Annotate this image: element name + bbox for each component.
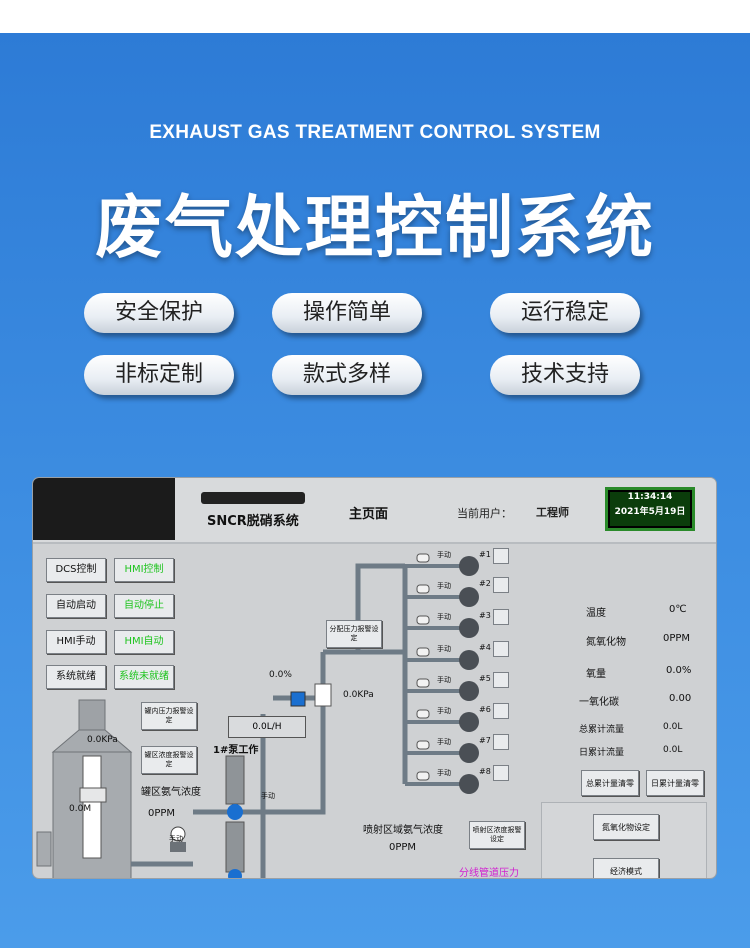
oxygen-value: 0.0% bbox=[666, 665, 692, 676]
ammonia-tank bbox=[36, 699, 133, 878]
branch-number: #3 bbox=[479, 611, 491, 620]
branch-toggle[interactable] bbox=[493, 577, 509, 593]
feature-pill: 非标定制 bbox=[84, 355, 234, 395]
clock-display: 11:34:14 2021年5月19日 bbox=[605, 487, 695, 531]
oxygen-label: 氧量 bbox=[586, 669, 606, 680]
branch-toggle[interactable] bbox=[493, 703, 509, 719]
branch-number: #1 bbox=[479, 550, 491, 559]
system-ready-button[interactable]: 系统就绪 bbox=[46, 665, 106, 689]
nox-setting-button[interactable]: 氮氧化物设定 bbox=[593, 814, 659, 840]
hmi-header: SNCR脱硝系统 主页面 当前用户： 工程师 11:34:14 2021年5月1… bbox=[33, 478, 716, 544]
spray-area-label: 喷射区域氨气浓度 bbox=[363, 825, 443, 836]
clear-daily-button[interactable]: 日累计量清零 bbox=[646, 770, 704, 796]
feature-pill: 运行稳定 bbox=[490, 293, 640, 333]
total-flow-value: 0.0L bbox=[663, 722, 683, 732]
branch-toggle[interactable] bbox=[493, 609, 509, 625]
branch-pipes bbox=[405, 564, 463, 786]
spray-concentration-alarm-button[interactable]: 喷射区浓度报警设定 bbox=[469, 821, 525, 849]
tank-level-value: 0.0M bbox=[69, 804, 92, 814]
feature-pill: 款式多样 bbox=[272, 355, 422, 395]
tank-pressure-value: 0.0KPa bbox=[87, 735, 118, 745]
branch-number: #7 bbox=[479, 736, 491, 745]
feature-pill: 安全保护 bbox=[84, 293, 234, 333]
hmi-control-button[interactable]: HMI控制 bbox=[114, 558, 174, 582]
current-user-value: 工程师 bbox=[536, 506, 569, 519]
hmi-screen: SNCR脱硝系统 主页面 当前用户： 工程师 11:34:14 2021年5月1… bbox=[33, 478, 716, 878]
daily-flow-label: 日累计流量 bbox=[579, 748, 625, 758]
branch-manual-label: 手动 bbox=[437, 551, 451, 559]
branch-toggle[interactable] bbox=[493, 672, 509, 688]
dcs-control-button[interactable]: DCS控制 bbox=[46, 558, 106, 582]
co-label: 一氧化碳 bbox=[579, 697, 619, 708]
pump-status-label: 1#泵工作 bbox=[213, 745, 259, 756]
branch-manual-label: 手动 bbox=[437, 769, 451, 777]
pump-1 bbox=[225, 755, 245, 878]
branch-toggle[interactable] bbox=[493, 765, 509, 781]
daily-flow-value: 0.0L bbox=[663, 745, 683, 755]
flow-meter bbox=[290, 683, 332, 707]
feature-pill: 技术支持 bbox=[490, 355, 640, 395]
branch-toggle[interactable] bbox=[493, 734, 509, 750]
hmi-manual-button[interactable]: HMI手动 bbox=[46, 630, 106, 654]
tank-pressure-alarm-button[interactable]: 罐内压力报警设定 bbox=[141, 702, 197, 730]
nox-label: 氮氧化物 bbox=[586, 637, 626, 648]
tank-area-label: 罐区氨气浓度 bbox=[141, 787, 201, 798]
flow-percent: 0.0% bbox=[269, 670, 292, 680]
flow-rate-box: 0.0L/H bbox=[228, 716, 306, 738]
system-name: SNCR脱硝系统 bbox=[207, 514, 299, 529]
branch-manual-label: 手动 bbox=[437, 707, 451, 715]
feature-pill: 操作简单 bbox=[272, 293, 422, 333]
branch-number: #4 bbox=[479, 643, 491, 652]
system-not-ready-button[interactable]: 系统未就绪 bbox=[114, 665, 174, 689]
dist-pressure-value: 0.0KPa bbox=[343, 690, 374, 700]
branch-pressure-label: 分线管道压力 bbox=[459, 868, 519, 878]
current-user-label: 当前用户： bbox=[457, 507, 512, 520]
redacted-company-name bbox=[201, 492, 305, 504]
process-diagram bbox=[36, 553, 479, 878]
hmi-auto-button[interactable]: HMI自动 bbox=[114, 630, 174, 654]
branch-toggle[interactable] bbox=[493, 641, 509, 657]
tank-concentration-alarm-button[interactable]: 罐区浓度报警设定 bbox=[141, 746, 197, 774]
clock-time: 11:34:14 bbox=[627, 492, 673, 502]
page-title: 主页面 bbox=[349, 507, 389, 522]
branch-toggle[interactable] bbox=[493, 548, 509, 564]
spray-area-value: 0PPM bbox=[389, 842, 417, 853]
branch-number: #8 bbox=[479, 767, 491, 776]
total-flow-label: 总累计流量 bbox=[579, 725, 625, 735]
nox-value: 0PPM bbox=[663, 633, 691, 644]
clear-total-button[interactable]: 总累计量清零 bbox=[581, 770, 639, 796]
redacted-logo bbox=[33, 478, 175, 540]
branch-manual-label: 手动 bbox=[437, 738, 451, 746]
tank-outlet-valve bbox=[170, 826, 186, 852]
clock-date: 2021年5月19日 bbox=[614, 507, 686, 517]
auto-stop-button[interactable]: 自动停止 bbox=[114, 594, 174, 618]
branch-manual-label: 手动 bbox=[437, 582, 451, 590]
dist-pressure-alarm-button[interactable]: 分配压力报警设定 bbox=[326, 620, 382, 648]
branch-valves bbox=[416, 553, 430, 781]
branch-number: #2 bbox=[479, 579, 491, 588]
branch-manual-label: 手动 bbox=[437, 645, 451, 653]
tank-area-value: 0PPM bbox=[148, 808, 176, 819]
branch-number: #6 bbox=[479, 705, 491, 714]
co-value: 0.00 bbox=[669, 693, 692, 704]
temperature-value: 0℃ bbox=[669, 604, 687, 615]
economy-mode-button[interactable]: 经济模式 bbox=[593, 858, 659, 878]
branch-number: #5 bbox=[479, 674, 491, 683]
banner-title: 废气处理控制系统 bbox=[94, 189, 655, 268]
branch-manual-label: 手动 bbox=[437, 613, 451, 621]
auto-start-button[interactable]: 自动启动 bbox=[46, 594, 106, 618]
banner-subtitle: EXHAUST GAS TREATMENT CONTROL SYSTEM bbox=[149, 122, 601, 143]
temperature-label: 温度 bbox=[586, 608, 606, 619]
spray-nozzles bbox=[459, 556, 479, 794]
tank-level-box bbox=[79, 787, 107, 803]
valve-manual-label: 手动 bbox=[169, 835, 183, 843]
pump-manual-label: 手动 bbox=[261, 792, 275, 800]
branch-manual-label: 手动 bbox=[437, 676, 451, 684]
